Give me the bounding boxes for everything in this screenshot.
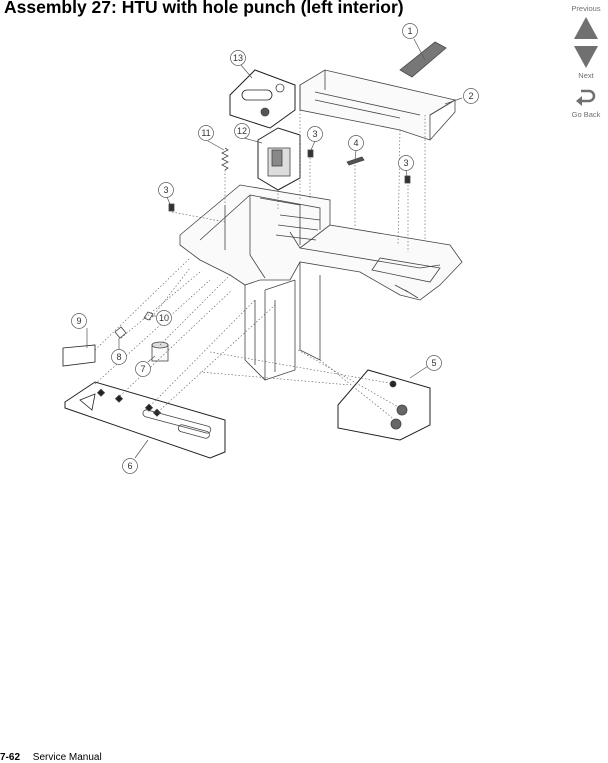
part-2-cover xyxy=(299,69,457,141)
callout-4: 4 xyxy=(353,138,358,148)
callout-2: 2 xyxy=(468,91,473,101)
callout-12: 12 xyxy=(237,126,247,136)
callout-9: 9 xyxy=(76,316,81,326)
part-4-bracket xyxy=(346,156,365,166)
footer-manual-label: Service Manual xyxy=(32,752,102,763)
screw-3a xyxy=(307,149,314,158)
part-5-inset xyxy=(337,369,431,441)
callout-6: 6 xyxy=(127,461,132,471)
screw-3c xyxy=(168,203,175,212)
go-back-link-label[interactable]: Go Back xyxy=(571,110,601,119)
go-back-arrow-icon xyxy=(576,89,596,106)
footer-page-number: 7-62 xyxy=(0,752,21,763)
callout-13: 13 xyxy=(233,53,243,63)
callout-8: 8 xyxy=(116,352,121,362)
callout-3-b: 3 xyxy=(403,158,408,168)
callout-1: 1 xyxy=(407,26,412,36)
callout-3-c: 3 xyxy=(163,185,168,195)
part-8 xyxy=(114,326,127,339)
part-10-clip xyxy=(143,311,154,321)
part-6-inset xyxy=(64,381,226,459)
exploded-parts-diagram: 1 2 3 4 3 3 5 6 7 8 9 10 11 12 13 xyxy=(62,23,479,474)
part-9-plate xyxy=(62,344,96,367)
callout-11: 11 xyxy=(201,128,210,138)
go-back-button[interactable] xyxy=(564,88,608,108)
part-11-spring xyxy=(221,147,229,171)
callout-3-a: 3 xyxy=(312,129,317,139)
down-arrow-icon xyxy=(574,46,598,68)
up-arrow-icon xyxy=(574,17,598,39)
main-frame xyxy=(179,184,463,301)
previous-link-label[interactable]: Previous xyxy=(571,4,601,13)
callout-10: 10 xyxy=(159,313,169,323)
callout-7: 7 xyxy=(140,364,145,374)
previous-button[interactable] xyxy=(564,17,608,39)
next-link-label[interactable]: Next xyxy=(578,71,594,80)
page-title: Assembly 27: HTU with hole punch (left i… xyxy=(4,0,404,17)
part-1 xyxy=(399,41,447,78)
frame-legs xyxy=(244,279,296,381)
page-footer: 7-62 Service Manual xyxy=(0,752,102,763)
next-button[interactable] xyxy=(564,46,608,68)
callout-5: 5 xyxy=(431,358,436,368)
screw-3b xyxy=(404,175,411,184)
part-13-inset xyxy=(229,69,296,129)
